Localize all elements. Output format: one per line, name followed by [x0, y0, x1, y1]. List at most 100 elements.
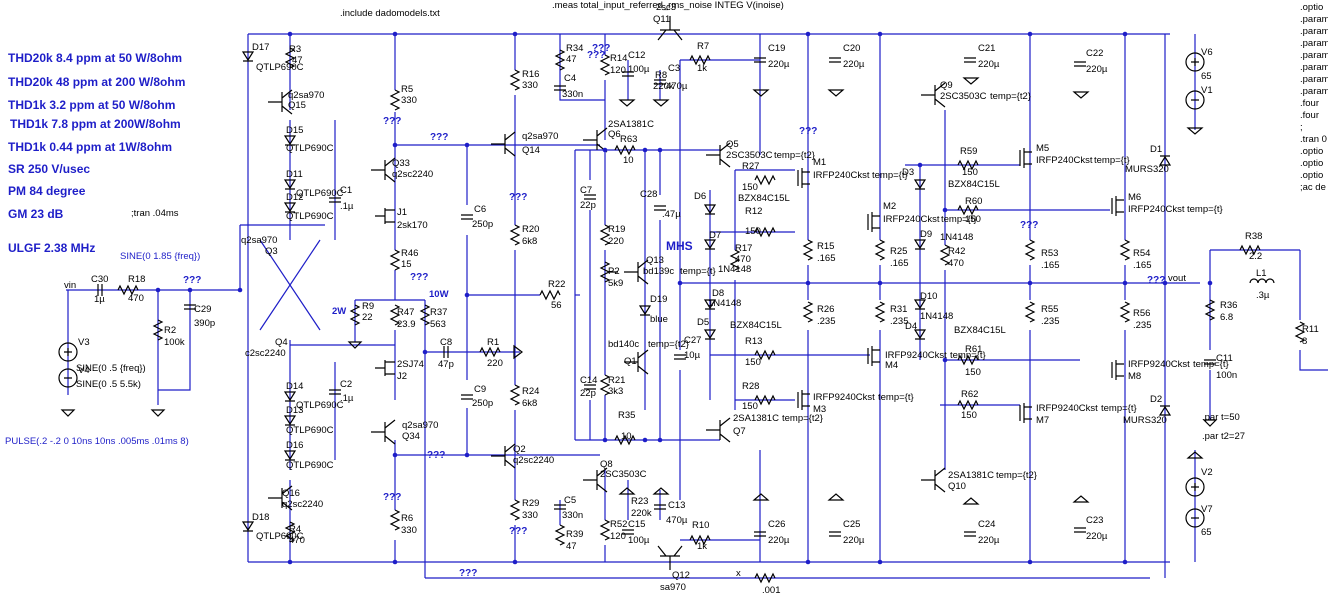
resistor-symbol	[599, 54, 611, 76]
component-label: D1	[1150, 144, 1162, 155]
right-directive-line: .param	[1300, 74, 1328, 85]
component-label: C2	[340, 379, 352, 390]
resistor-symbol	[479, 346, 501, 358]
component-label: R3	[289, 44, 301, 55]
resistor-symbol	[1119, 301, 1131, 323]
component-label: L1	[1256, 268, 1267, 279]
component-label: D19	[650, 294, 667, 305]
component-label: C30	[91, 274, 108, 285]
spec-ulgf: ULGF 2.38 MHz	[8, 241, 95, 255]
component-label: 5k9	[608, 278, 623, 289]
spec-thd1k-1w: THD1k 0.44 ppm at 1W/8ohm	[8, 140, 172, 154]
capacitor-symbol	[461, 214, 473, 220]
component-label: 2SA1381C	[608, 119, 654, 130]
component-label: C4	[564, 73, 576, 84]
resistor-symbol	[874, 301, 886, 323]
transistor-symbol	[921, 82, 946, 108]
component-label: c2sc2240	[245, 348, 286, 359]
component-label: C19	[768, 43, 785, 54]
capacitor-symbol	[1074, 527, 1086, 533]
component-label: bd140c	[608, 339, 639, 350]
resistor-symbol	[539, 289, 561, 301]
components	[58, 16, 1306, 584]
component-label: R7	[697, 41, 709, 52]
right-directive-line: .optio	[1300, 158, 1323, 169]
capacitor-symbol	[584, 194, 596, 200]
component-label: 330	[522, 80, 538, 91]
resistor-symbol	[689, 534, 711, 546]
component-label: Q2	[513, 444, 526, 455]
capacitor-symbol	[329, 197, 341, 203]
resistor-symbol	[754, 572, 776, 584]
resistor-symbol	[1204, 299, 1216, 321]
component-label: C27	[684, 335, 701, 346]
capacitor-symbol	[654, 79, 666, 85]
component-label: 65	[1201, 71, 1212, 82]
right-directive-line: ;	[1300, 122, 1303, 133]
resistor-symbol	[389, 304, 401, 326]
component-label: .001	[762, 585, 781, 596]
component-label: 470	[948, 258, 964, 269]
component-label: P2	[608, 266, 620, 277]
component-label: C21	[978, 43, 995, 54]
vin-net-label: vin	[64, 280, 76, 291]
component-label: 10µ	[684, 350, 701, 361]
component-label: 100n	[1216, 370, 1237, 381]
component-label: D11	[286, 169, 303, 180]
vout-net-label: vout	[1168, 273, 1186, 284]
component-label: 47	[292, 55, 303, 66]
component-label: M3	[813, 404, 826, 415]
component-label: temp={t2}	[990, 91, 1031, 102]
component-label: C6	[474, 204, 486, 215]
component-label: BZX84C15L	[954, 325, 1006, 336]
right-directive-line: .four	[1300, 98, 1319, 109]
component-label: .235	[1133, 320, 1152, 331]
spec-thd20k-200w: THD20k 48 ppm at 200 W/8ohm	[8, 75, 185, 89]
component-label: C26	[768, 519, 785, 530]
component-label: 220µ	[978, 535, 1000, 546]
spec-thd1k-50w: THD1k 3.2 ppm at 50 W/8ohm	[8, 98, 175, 112]
resistor-symbol	[939, 244, 951, 266]
resistor-symbol	[1024, 301, 1036, 323]
component-label: 220µ	[978, 59, 1000, 70]
component-label: MURS320	[1123, 415, 1167, 426]
component-label: C8	[440, 337, 452, 348]
component-label: C1	[340, 185, 352, 196]
component-label: R62	[961, 389, 978, 400]
component-label: 470µ	[666, 515, 688, 526]
component-label: R56	[1133, 308, 1150, 319]
component-label: M1	[813, 157, 826, 168]
resistor-symbol	[689, 54, 711, 66]
mosfet-symbol	[1111, 196, 1124, 216]
component-label: 250p	[472, 219, 493, 230]
component-label: R22	[548, 279, 565, 290]
component-label: C29	[194, 304, 211, 315]
resistor-symbol	[614, 144, 636, 156]
transistor-symbol	[491, 443, 516, 469]
component-label: IRFP9240Ckst	[813, 392, 875, 403]
transistor-symbol	[583, 127, 608, 153]
capacitor-symbol	[754, 531, 766, 537]
component-label: 1N4148	[920, 311, 953, 322]
component-label: 330n	[562, 510, 583, 521]
component-label: Q4	[275, 337, 288, 348]
component-label: 220k	[653, 81, 674, 92]
component-label: M4	[885, 360, 898, 371]
component-label: Q9	[940, 80, 953, 91]
diode-symbol	[283, 202, 297, 213]
component-label: R55	[1041, 304, 1058, 315]
component-label: Q15	[288, 100, 306, 111]
component-label: 330	[522, 510, 538, 521]
right-directive-line: .param	[1300, 50, 1328, 61]
transistor-symbol	[375, 360, 395, 376]
component-label: .1µ	[340, 201, 354, 212]
resistor-symbol	[509, 224, 521, 246]
junction-dots	[155, 31, 1213, 565]
component-label: R47	[397, 307, 414, 318]
resistor-symbol	[957, 204, 979, 216]
component-label: temp={t2}	[648, 339, 689, 350]
diode-symbol	[638, 305, 652, 316]
component-label: .165	[1041, 260, 1060, 271]
right-directive-line: .param	[1300, 86, 1328, 97]
